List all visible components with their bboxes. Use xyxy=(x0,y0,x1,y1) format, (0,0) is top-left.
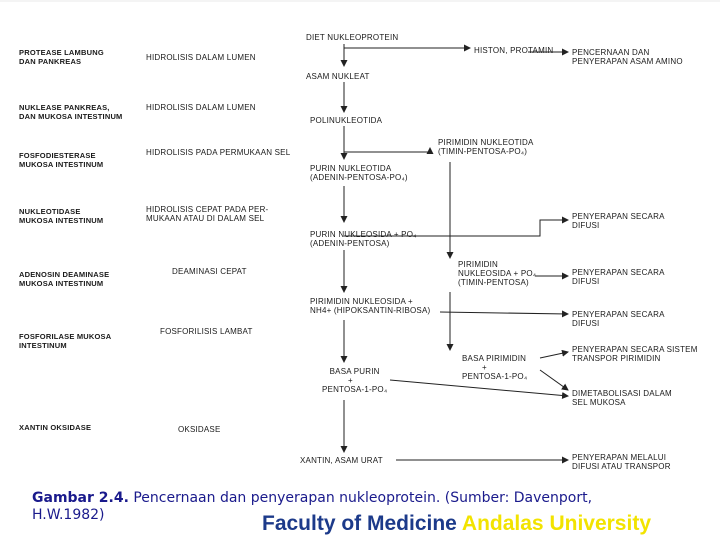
node-purin-nukleotida: PURIN NUKLEOTIDA(ADENIN-PENTOSA-PO₄) xyxy=(310,164,408,182)
caption-text: Pencernaan dan penyerapan nukleoprotein.… xyxy=(128,490,593,506)
caption-line2: H.W.1982) xyxy=(32,507,105,523)
arrow-pirhip-difusi xyxy=(439,310,569,318)
enzyme-xantin-oksidase: XANTIN OKSIDASE xyxy=(19,423,92,432)
process-hidrolisis-permukaan: HIDROLISIS PADA PERMUKAAN SEL xyxy=(146,148,291,157)
node-xantin-asam-urat: XANTIN, ASAM URAT xyxy=(300,456,383,465)
process-deaminasi: DEAMINASI CEPAT xyxy=(172,267,247,276)
process-hidrolisis-cepat: HIDROLISIS CEPAT PADA PER-MUKAAN ATAU DI… xyxy=(146,205,269,223)
footer-university: Andalas University xyxy=(461,512,651,535)
arrow-basapurin-dimet xyxy=(389,379,569,399)
footer-banner: Faculty of Medicine Andalas University xyxy=(262,512,651,536)
top-border xyxy=(0,0,720,2)
process-fosforilisis: FOSFORILISIS LAMBAT xyxy=(160,327,253,336)
arrow-poli-pirnuk xyxy=(344,147,434,154)
node-pirimidin-nukleotida: PIRIMIDIN NUKLEOTIDA(TIMIN-PENTOSA-PO₄) xyxy=(438,138,534,156)
process-hidrolisis-lumen-2: HIDROLISIS DALAM LUMEN xyxy=(146,103,256,112)
process-oksidase: OKSIDASE xyxy=(178,425,221,434)
caption-label: Gambar 2.4. xyxy=(32,490,129,506)
node-basa-purin: BASA PURIN + PENTOSA-1-PO₄ xyxy=(322,367,388,394)
process-hidrolisis-lumen-1: HIDROLISIS DALAM LUMEN xyxy=(146,53,256,62)
node-polinukleotida: POLINUKLEOTIDA xyxy=(310,116,383,125)
node-purin-nukleosida: PURIN NUKLEOSIDA + PO₄(ADENIN-PENTOSA) xyxy=(310,230,417,248)
arrow-basapir-dimet xyxy=(539,369,569,391)
node-diet-nukleoprotein: DIET NUKLEOPROTEIN xyxy=(306,33,399,42)
node-asam-nukleat: ASAM NUKLEAT xyxy=(306,72,370,81)
node-basa-pirimidin: BASA PIRIMIDIN + PENTOSA-1-PO₄ xyxy=(462,354,528,381)
node-histon-protamin: HISTON, PROTAMIN xyxy=(474,46,554,55)
figure-caption: Gambar 2.4. Pencernaan dan penyerapan nu… xyxy=(32,490,592,524)
node-pirimidin-nukleosida-hipoksantin: PIRIMIDIN NUKLEOSIDA +NH4+ (HIPOKSANTIN-… xyxy=(310,297,431,315)
arrow-purinnuk-difusi xyxy=(344,216,569,237)
arrow-basapir-transpor xyxy=(539,349,569,359)
footer-faculty: Faculty of Medicine xyxy=(262,512,462,535)
enzyme-nuklease: NUKLEASE PANKREAS,DAN MUKOSA INTESTINUM xyxy=(19,103,123,121)
